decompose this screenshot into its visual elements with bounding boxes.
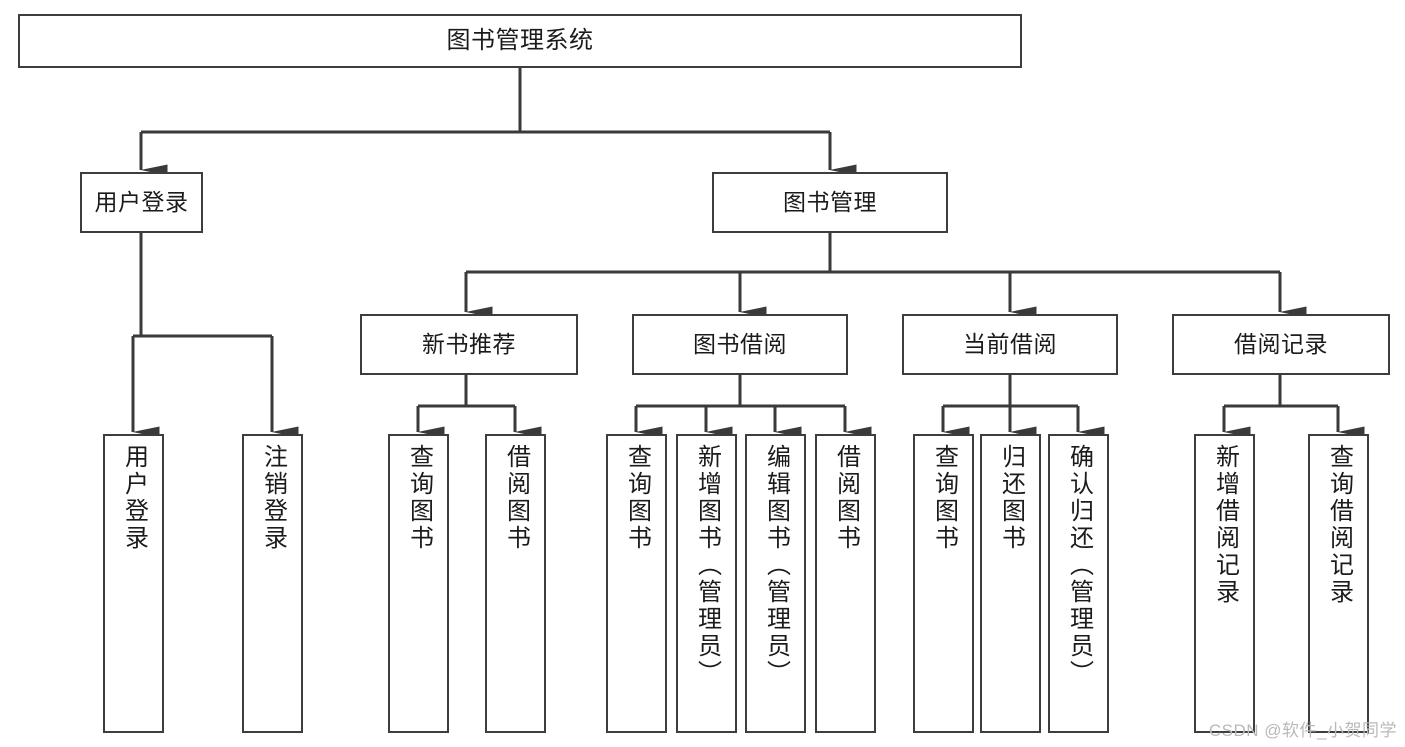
node-label: 查询借阅记录	[1325, 444, 1353, 606]
node-label: 用户登录	[94, 188, 189, 215]
node-label: 借阅图书	[832, 444, 860, 552]
leaf-logout[interactable]: 注销登录	[242, 434, 303, 733]
leaf-return-books[interactable]: 归还图书	[980, 434, 1041, 733]
leaf-borrow-books[interactable]: 借阅图书	[815, 434, 876, 733]
leaf-query-books-newbooks[interactable]: 查询图书	[388, 434, 449, 733]
node-label: 新增图书（管理员）	[693, 444, 721, 687]
node-label: 新增借阅记录	[1211, 444, 1239, 606]
node-current-borrowing[interactable]: 当前借阅	[902, 314, 1118, 375]
node-book-borrowing[interactable]: 图书借阅	[632, 314, 848, 375]
node-label: 新书推荐	[422, 330, 516, 357]
node-label: 查询图书	[405, 444, 433, 552]
node-label: 图书管理	[783, 188, 877, 215]
leaf-user-login[interactable]: 用户登录	[103, 434, 164, 733]
node-borrowing-records[interactable]: 借阅记录	[1172, 314, 1390, 375]
node-book-management[interactable]: 图书管理	[712, 172, 948, 233]
leaf-query-borrow-record[interactable]: 查询借阅记录	[1308, 434, 1369, 733]
leaf-query-books-borrow[interactable]: 查询图书	[606, 434, 667, 733]
node-label: 用户登录	[120, 444, 148, 552]
node-label: 图书管理系统	[446, 26, 594, 54]
watermark: CSDN @软件_小贺同学	[1208, 721, 1397, 740]
node-new-book-recommendation[interactable]: 新书推荐	[360, 314, 578, 375]
node-label: 归还图书	[997, 444, 1025, 552]
node-label: 确认归还（管理员）	[1065, 444, 1093, 687]
node-root-book-management-system[interactable]: 图书管理系统	[18, 14, 1022, 68]
leaf-edit-book-admin[interactable]: 编辑图书（管理员）	[745, 434, 806, 733]
leaf-query-books-current[interactable]: 查询图书	[913, 434, 974, 733]
leaf-borrow-books-newbooks[interactable]: 借阅图书	[485, 434, 546, 733]
leaf-add-borrow-record[interactable]: 新增借阅记录	[1194, 434, 1255, 733]
node-label: 当前借阅	[963, 330, 1057, 357]
node-label: 编辑图书（管理员）	[762, 444, 790, 687]
leaf-confirm-return-admin[interactable]: 确认归还（管理员）	[1048, 434, 1109, 733]
node-label: 借阅图书	[502, 444, 530, 552]
node-label: 注销登录	[259, 444, 287, 552]
node-label: 查询图书	[623, 444, 651, 552]
node-label: 查询图书	[930, 444, 958, 552]
leaf-add-book-admin[interactable]: 新增图书（管理员）	[676, 434, 737, 733]
node-label: 借阅记录	[1234, 330, 1328, 357]
node-user-login[interactable]: 用户登录	[80, 172, 203, 233]
node-label: 图书借阅	[693, 330, 787, 357]
